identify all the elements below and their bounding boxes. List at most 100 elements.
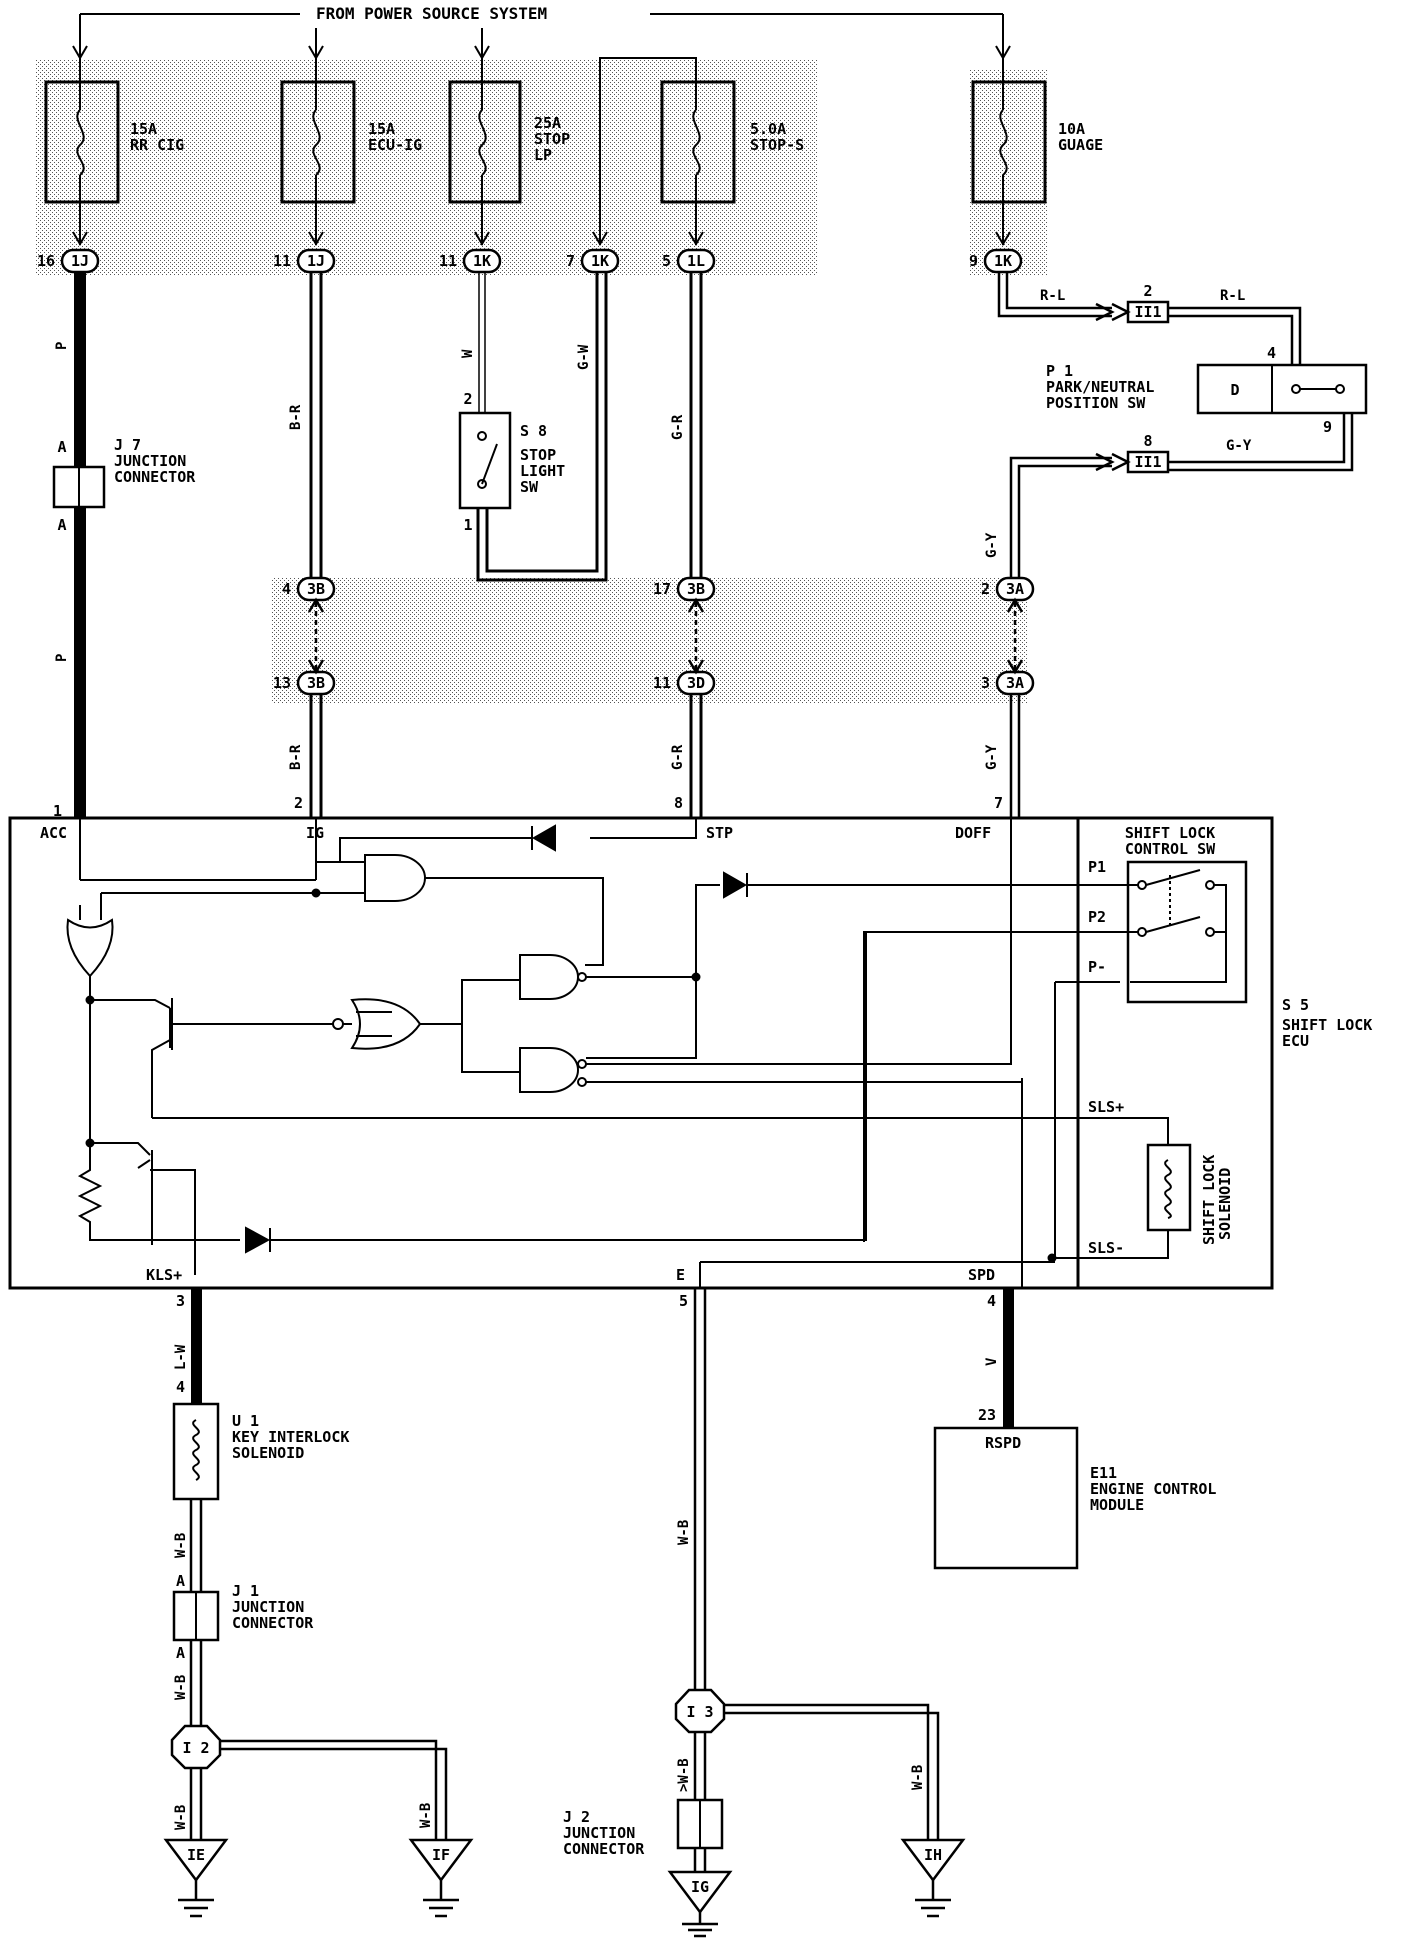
svg-text:1L: 1L (687, 252, 705, 270)
svg-text:II1: II1 (1134, 453, 1161, 471)
shift-lock-control-switch: SHIFT LOCK CONTROL SW P1 P2 P- (1088, 824, 1248, 1004)
connector-1k-7: 1K7 (566, 248, 620, 274)
connector-ii1-2: II1 2 (1111, 282, 1170, 324)
svg-text:W-B: W-B (173, 1805, 189, 1830)
junction-link-gr (687, 597, 705, 675)
svg-text:ECU: ECU (1282, 1032, 1309, 1050)
svg-text:I 2: I 2 (182, 1739, 209, 1757)
svg-text:1: 1 (463, 516, 472, 534)
svg-text:9: 9 (969, 252, 978, 270)
svg-text:SHIFT LOCK: SHIFT LOCK (1200, 1155, 1218, 1245)
wire-l-w: 3 L-W 4 (173, 1288, 202, 1408)
svg-text:B-R: B-R (288, 404, 304, 430)
svg-text:23: 23 (978, 1406, 996, 1424)
svg-text:G-R: G-R (670, 414, 686, 440)
fuse-name: RR CIG (130, 136, 184, 154)
fuse-rr-cig: 15A RR CIG (44, 58, 184, 246)
svg-text:3: 3 (176, 1292, 185, 1310)
terminal-doff: DOFF (955, 824, 991, 842)
connector-3b-4: 3B4 (282, 576, 336, 602)
connector-3d-11: 3D 11 (653, 670, 716, 696)
svg-text:P1: P1 (1088, 858, 1106, 876)
svg-text:A: A (176, 1644, 185, 1662)
shift-lock-ecu-s5: ACC IG STP DOFF KLS+ E SPD S 5 SHIFT LOC… (8, 816, 1372, 1290)
svg-text:1J: 1J (71, 252, 89, 270)
svg-text:1K: 1K (994, 252, 1012, 270)
wire-r-l: R-L R-L (997, 272, 1302, 365)
svg-text:L-W: L-W (173, 1344, 189, 1370)
fuse-stop-lp: 25A STOP LP (448, 58, 570, 246)
svg-text:1J: 1J (307, 252, 325, 270)
svg-text:JUNCTION: JUNCTION (563, 1824, 635, 1842)
ground-if: IF (408, 1838, 474, 1918)
svg-text:4: 4 (1267, 344, 1276, 362)
svg-text:9: 9 (1323, 418, 1332, 436)
engine-control-module-e11: RSPD E11 ENGINE CONTROL MODULE (933, 1426, 1216, 1570)
svg-text:U 1: U 1 (232, 1412, 259, 1430)
wire-g-y: G-Y G-Y G-Y 7 (984, 413, 1354, 818)
fuse-name: GUAGE (1058, 136, 1103, 154)
svg-text:LIGHT: LIGHT (520, 462, 565, 480)
svg-text:17: 17 (653, 580, 671, 598)
svg-text:P2: P2 (1088, 908, 1106, 926)
svg-text:4: 4 (987, 1292, 996, 1310)
svg-text:IG: IG (691, 1878, 709, 1896)
svg-text:3D: 3D (687, 674, 705, 692)
svg-text:CONNECTOR: CONNECTOR (114, 468, 196, 486)
svg-text:KEY INTERLOCK: KEY INTERLOCK (232, 1428, 349, 1446)
svg-text:3A: 3A (1006, 674, 1024, 692)
svg-text:SW: SW (520, 478, 539, 496)
connector-1l-5: 1L5 (662, 248, 716, 274)
svg-text:G-Y: G-Y (984, 532, 1000, 558)
svg-text:MODULE: MODULE (1090, 1496, 1144, 1514)
fuse-amp: 10A (1058, 120, 1085, 138)
svg-text:13: 13 (273, 674, 291, 692)
svg-text:JUNCTION: JUNCTION (114, 452, 186, 470)
svg-text:SLS+: SLS+ (1088, 1098, 1124, 1116)
fuse-name: STOP-S (750, 136, 804, 154)
svg-text:8: 8 (674, 794, 683, 812)
svg-text:SLS-: SLS- (1088, 1239, 1124, 1257)
fuse-name: STOP (534, 130, 570, 148)
svg-text:I 3: I 3 (686, 1703, 713, 1721)
svg-text:CONNECTOR: CONNECTOR (232, 1614, 314, 1632)
svg-text:>W-B: >W-B (676, 1758, 692, 1792)
svg-text:11: 11 (653, 674, 671, 692)
svg-text:3: 3 (981, 674, 990, 692)
svg-text:W-B: W-B (418, 1803, 434, 1828)
ground-splice-i3: I 3 (674, 1688, 726, 1734)
junction-connector-j7: A A J 7 JUNCTION CONNECTOR (52, 436, 196, 534)
connector-ii1-8: II1 8 (1111, 432, 1170, 474)
svg-text:W-B: W-B (910, 1765, 926, 1790)
connector-1j-16: 1J 16 (37, 248, 100, 274)
power-source-title: FROM POWER SOURCE SYSTEM (316, 4, 547, 23)
svg-text:SOLENOID: SOLENOID (232, 1444, 304, 1462)
wire-w-b-middle: 5 W-B >W-B W-B (676, 1288, 940, 1840)
svg-text:A: A (176, 1572, 185, 1590)
junction-link-gy (1006, 597, 1024, 675)
svg-text:11: 11 (439, 252, 457, 270)
svg-text:IF: IF (432, 1846, 450, 1864)
svg-text:2: 2 (463, 390, 472, 408)
svg-text:A: A (57, 438, 66, 456)
svg-text:16: 16 (37, 252, 55, 270)
svg-text:G-Y: G-Y (984, 744, 1000, 770)
fuse-amp: 5.0A (750, 120, 786, 138)
wire-w: W (460, 272, 486, 415)
svg-text:II1: II1 (1134, 303, 1161, 321)
svg-text:JUNCTION: JUNCTION (232, 1598, 304, 1616)
svg-text:7: 7 (566, 252, 575, 270)
svg-text:STOP: STOP (520, 446, 556, 464)
svg-text:P-: P- (1088, 958, 1106, 976)
svg-text:J 2: J 2 (563, 1808, 590, 1826)
svg-text:SHIFT LOCK: SHIFT LOCK (1125, 824, 1215, 842)
power-source-header: FROM POWER SOURCE SYSTEM (72, 4, 1011, 60)
svg-text:P: P (54, 654, 70, 662)
svg-text:CONNECTOR: CONNECTOR (563, 1840, 645, 1858)
fuse-name: ECU-IG (368, 136, 422, 154)
svg-text:7: 7 (994, 794, 1003, 812)
junction-link-br (307, 597, 325, 675)
